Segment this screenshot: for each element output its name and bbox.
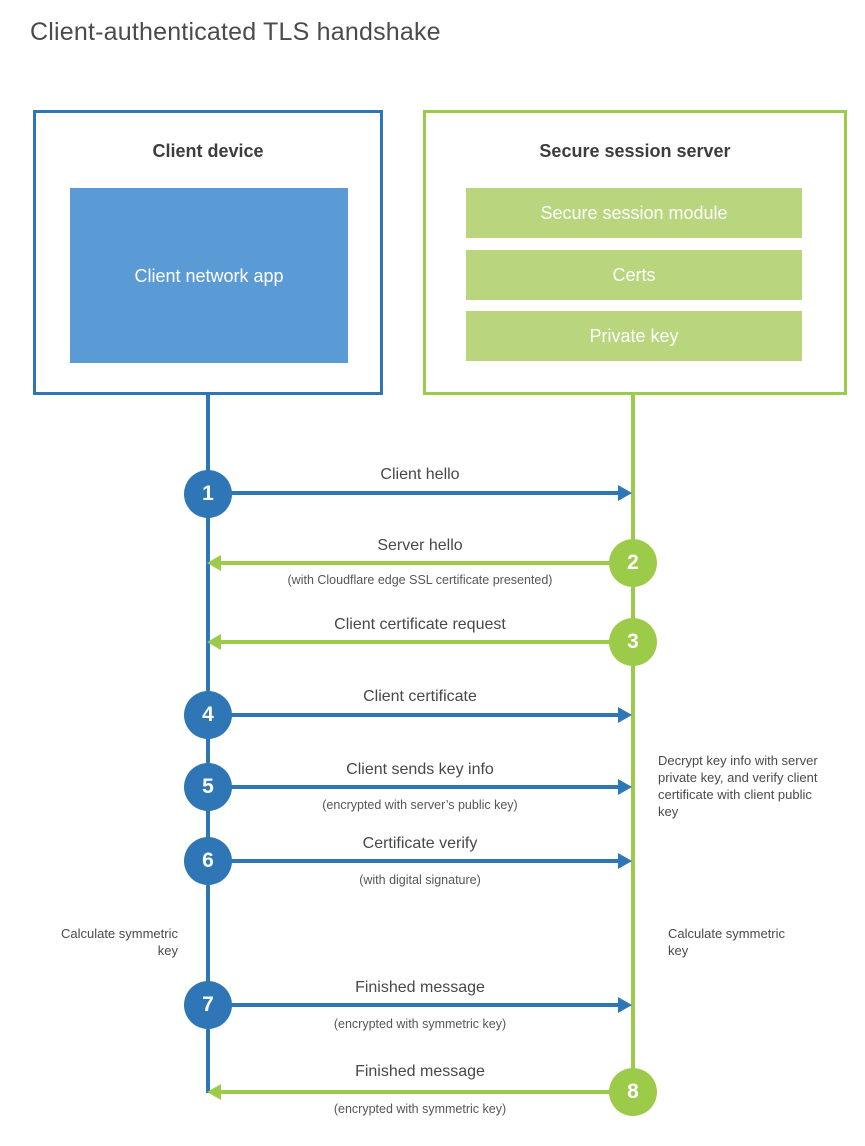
- step5-note: (encrypted with server’s public key): [322, 798, 518, 812]
- step8-note: (encrypted with symmetric key): [333, 1102, 507, 1116]
- step5-arrow: [210, 785, 618, 789]
- step6-label: Certificate verify: [362, 835, 478, 852]
- step1-arrow: [210, 491, 618, 495]
- step4-arrowhead-icon: [618, 707, 632, 723]
- server-module-secure-session: Secure session module: [466, 188, 802, 238]
- client-network-app-label: Client network app: [134, 265, 284, 286]
- step4-arrow: [210, 713, 618, 717]
- step8-arrowhead-icon: [207, 1084, 221, 1100]
- step5-label: Client sends key info: [346, 761, 494, 778]
- secure-session-server-title: Secure session server: [539, 141, 731, 161]
- step7-circle: 7: [184, 981, 232, 1029]
- server-module-private-key: Private key: [466, 311, 802, 361]
- decrypt-key-info-note: Decrypt key info with server private key…: [658, 753, 818, 819]
- step2-arrowhead-icon: [207, 555, 221, 571]
- step6-circle: 6: [184, 837, 232, 885]
- step6-arrow: [210, 859, 618, 863]
- client-lifeline: [206, 395, 210, 1093]
- step6-arrowhead-icon: [618, 853, 632, 869]
- step1-circle: 1: [184, 470, 232, 518]
- step4-label: Client certificate: [363, 688, 477, 705]
- step8-circle: 8: [609, 1068, 657, 1116]
- calculate-symmetric-key-server: Calculate symmetric key: [668, 926, 786, 958]
- calculate-symmetric-key-client: Calculate symmetric key: [60, 926, 178, 958]
- step8-label: Finished message: [355, 1063, 485, 1080]
- server-module-certs: Certs: [466, 250, 802, 300]
- step3-arrowhead-icon: [207, 634, 221, 650]
- step2-arrow: [221, 561, 633, 565]
- client-device-title: Client device: [152, 141, 264, 161]
- step5-circle: 5: [184, 763, 232, 811]
- client-network-app-rect: Client network app: [70, 188, 348, 363]
- step3-circle: 3: [609, 618, 657, 666]
- step7-arrow: [210, 1003, 618, 1007]
- step2-label: Server hello: [377, 537, 463, 554]
- step5-arrowhead-icon: [618, 779, 632, 795]
- step3-arrow: [221, 640, 633, 644]
- step2-circle: 2: [609, 539, 657, 587]
- server-lifeline: [631, 395, 635, 1092]
- step2-note: (with Cloudflare edge SSL certificate pr…: [287, 573, 553, 587]
- step7-arrowhead-icon: [618, 997, 632, 1013]
- step8-arrow: [221, 1090, 633, 1094]
- step1-label: Client hello: [380, 466, 460, 483]
- step3-label: Client certificate request: [334, 616, 506, 633]
- step6-note: (with digital signature): [359, 873, 481, 887]
- page-title: Client-authenticated TLS handshake: [30, 18, 441, 46]
- step1-arrowhead-icon: [618, 485, 632, 501]
- step4-circle: 4: [184, 691, 232, 739]
- step7-note: (encrypted with symmetric key): [333, 1017, 507, 1031]
- step7-label: Finished message: [355, 979, 485, 996]
